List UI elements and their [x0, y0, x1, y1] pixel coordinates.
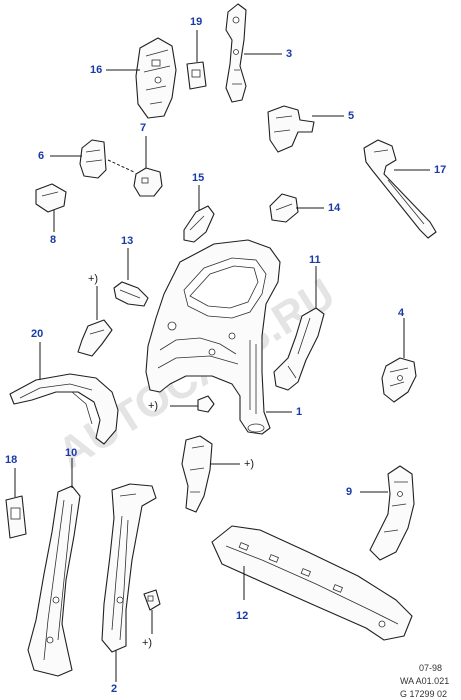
- part-2-pillar[interactable]: [101, 483, 157, 653]
- part-18-plate[interactable]: [5, 495, 27, 539]
- part-14-bracket[interactable]: [269, 193, 299, 223]
- callout-16: 16: [90, 64, 102, 76]
- part-12-sill[interactable]: [211, 525, 413, 641]
- part-small-bracket-b[interactable]: [181, 435, 213, 513]
- part-6-clip[interactable]: [79, 139, 107, 179]
- footer-date: 07-98: [419, 663, 442, 673]
- plus-marker-1: +): [88, 273, 98, 285]
- callout-3: 3: [286, 48, 292, 60]
- callout-2: 2: [111, 683, 117, 695]
- part-1-quarter-panel[interactable]: [145, 239, 281, 435]
- callout-11: 11: [309, 254, 321, 266]
- part-15-bracket[interactable]: [183, 205, 215, 243]
- callout-4: 4: [398, 307, 405, 319]
- callout-14: 14: [328, 202, 341, 214]
- part-small-clip[interactable]: [143, 589, 161, 611]
- part-small-bracket-a[interactable]: [77, 319, 113, 357]
- callout-9: 9: [346, 486, 352, 498]
- part-10-pillar[interactable]: [27, 485, 81, 677]
- part-5-bracket[interactable]: [267, 105, 315, 153]
- part-13-bracket[interactable]: [113, 281, 149, 307]
- callout-8: 8: [50, 234, 56, 246]
- plus-marker-4: +): [142, 637, 152, 649]
- callout-12: 12: [236, 610, 248, 622]
- part-bolt[interactable]: [197, 395, 215, 413]
- footer-ref: WA A01.021: [400, 676, 449, 686]
- callout-20: 20: [31, 328, 43, 340]
- part-9-bracket[interactable]: [369, 465, 415, 561]
- part-19-bracket[interactable]: [186, 61, 207, 90]
- footer-code: G 17299 02: [400, 689, 447, 699]
- part-11-pillar[interactable]: [273, 307, 325, 391]
- part-8-clip[interactable]: [35, 183, 67, 213]
- plus-marker-3: +): [244, 458, 254, 470]
- callout-13: 13: [121, 235, 133, 247]
- part-4-bracket[interactable]: [381, 357, 417, 403]
- callout-7: 7: [140, 122, 146, 134]
- part-17-strut[interactable]: [363, 139, 437, 239]
- callout-6: 6: [38, 150, 44, 162]
- part-7-bracket[interactable]: [133, 167, 163, 197]
- callout-15: 15: [192, 172, 204, 184]
- callout-1: 1: [296, 406, 302, 418]
- part-16-reinforcement[interactable]: [135, 37, 177, 119]
- callout-10: 10: [65, 447, 77, 459]
- part-20-wheel-arch[interactable]: [9, 373, 119, 445]
- callout-19: 19: [190, 16, 202, 28]
- callout-5: 5: [348, 110, 354, 122]
- part-3-bracket[interactable]: [225, 3, 247, 103]
- callout-17: 17: [434, 164, 446, 176]
- callout-18: 18: [5, 454, 17, 466]
- plus-marker-2: +): [148, 400, 158, 412]
